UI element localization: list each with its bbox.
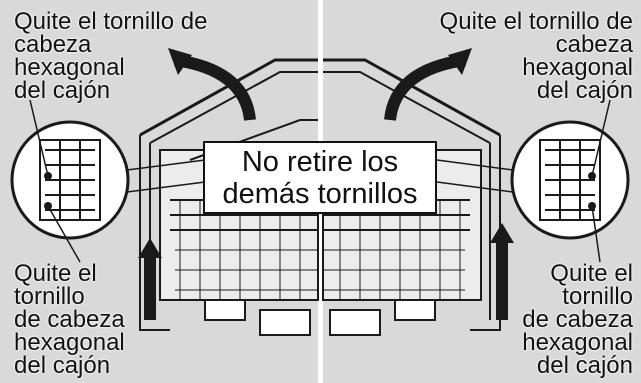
left-leader-lines	[29, 99, 206, 263]
lift-arrowhead-right	[490, 223, 514, 243]
right-leader-lines	[436, 99, 611, 263]
right-top-screw-label: Quite el tornillo de cabeza hexagonal de…	[439, 8, 633, 104]
pull-arrow-right	[384, 54, 466, 121]
warning-callout: No retire los demás tornillos	[203, 141, 437, 214]
right-bottom-screw-label: Quite el tornillo de cabeza hexagonal de…	[522, 260, 633, 379]
callout-line-1: No retire los	[241, 146, 399, 178]
lift-arrow-left	[144, 255, 156, 320]
pull-arrow-left	[174, 54, 256, 121]
callout-line-2: demás tornillos	[222, 178, 418, 210]
right-zoom-circle	[510, 120, 630, 240]
pull-arrowhead-left	[168, 48, 192, 75]
lift-arrowhead-left	[138, 238, 162, 258]
pull-arrowhead-right	[448, 48, 472, 75]
left-zoom-circle	[10, 120, 130, 240]
left-bottom-screw-label: Quite el tornillo de cabeza hexagonal de…	[14, 260, 125, 379]
lift-arrow-right	[496, 240, 508, 320]
left-top-screw-label: Quite el tornillo de cabeza hexagonal de…	[14, 8, 208, 104]
